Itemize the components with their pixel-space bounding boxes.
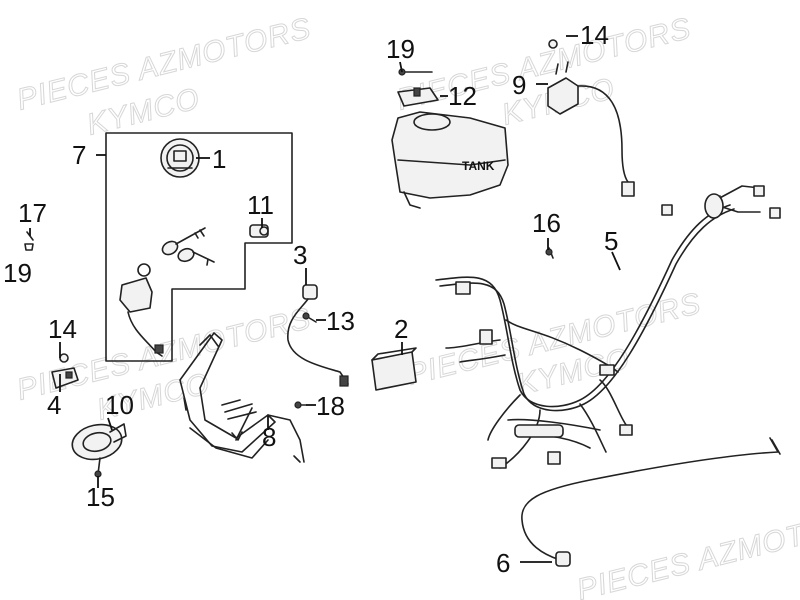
part-19-screw-top [398, 68, 433, 76]
part-9-flasher-relay [547, 61, 635, 197]
callout-1: 1 [212, 144, 226, 174]
tank-label: TANK [462, 159, 495, 173]
callout-8: 8 [262, 422, 276, 452]
part-10-horn [71, 423, 127, 478]
part-2-cdi-unit [371, 347, 417, 391]
callout-13: 13 [326, 306, 355, 336]
callout-5: 5 [604, 226, 618, 256]
callout-4: 4 [47, 390, 61, 420]
callout-15: 15 [86, 482, 115, 512]
callout-10: 10 [105, 390, 134, 420]
callout-2: 2 [394, 314, 408, 344]
part-7-key-set-box [105, 132, 293, 362]
callout-14-left: 14 [48, 314, 77, 344]
keys-icon [161, 227, 215, 266]
callout-16: 16 [532, 208, 561, 238]
part-5-main-harness [435, 185, 781, 469]
callout-17: 17 [18, 198, 47, 228]
part-14-nut-left [59, 353, 69, 363]
callout-18: 18 [316, 391, 345, 421]
part-4-relay [51, 367, 79, 389]
part-6-battery-cable [521, 437, 781, 567]
callout-11: 12 [448, 81, 477, 111]
callout-14-top: 14 [580, 20, 609, 50]
callout-3: 3 [293, 240, 307, 270]
fuel-tank [391, 111, 509, 209]
watermark-text-9: PIECES AZMOTORS [574, 502, 800, 600]
part-8-bracket [179, 332, 305, 463]
part-14-nut-top [548, 39, 558, 49]
callout-12: 11 [247, 190, 274, 220]
part-1-lock-cylinder [160, 138, 200, 178]
callout-9: 9 [512, 70, 526, 100]
part-11-fuel-sender [397, 87, 439, 107]
part-12-small-lock [249, 224, 269, 238]
callout-labels: 7 1 11 3 13 2 17 19 14 4 10 15 8 18 19 1… [3, 20, 618, 578]
callout-7: 7 [72, 140, 86, 170]
leader-lines [29, 35, 621, 563]
part-18-screw [294, 401, 307, 409]
part-13-screw [302, 312, 317, 323]
part-16-screw [545, 247, 554, 259]
seat-lock-assembly [119, 263, 164, 357]
part-3-sensor [287, 284, 349, 387]
part-17-screw [24, 231, 34, 251]
callout-19-top: 19 [386, 34, 415, 64]
callout-19-left: 19 [3, 258, 32, 288]
callout-6: 6 [496, 548, 510, 578]
